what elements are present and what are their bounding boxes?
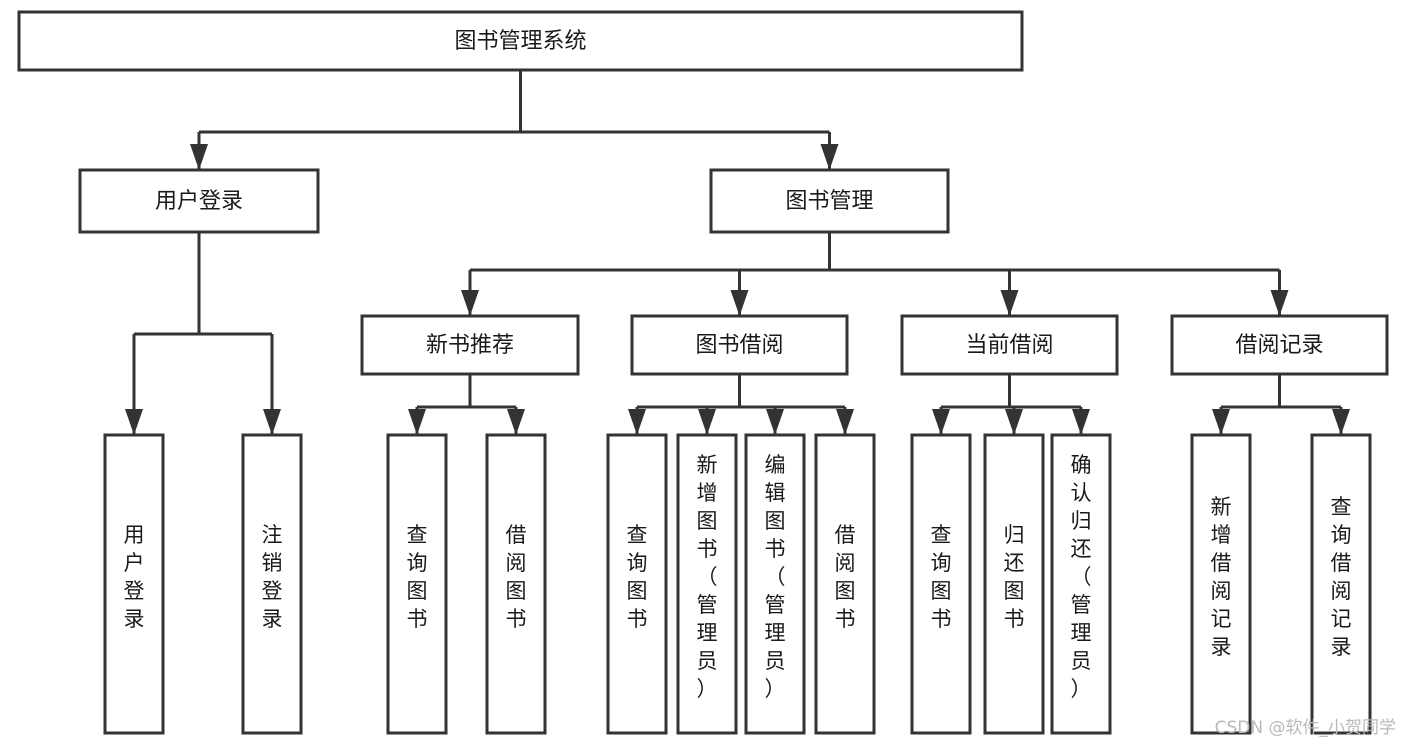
node-leaf-add-borrow-record[interactable]: 新增借阅记录 bbox=[1190, 433, 1252, 735]
arrow-head-icon bbox=[263, 409, 281, 435]
node-leaf-return-book[interactable]: 归还图书 bbox=[983, 433, 1045, 735]
node-label-root: 图书管理系统 bbox=[454, 29, 586, 54]
node-box-leaf-add-borrow-record bbox=[1190, 433, 1252, 735]
arrow-head-icon bbox=[1005, 409, 1023, 435]
arrow-head-icon bbox=[836, 409, 854, 435]
node-box-leaf-edit-book bbox=[744, 433, 806, 735]
node-box-leaf-logout bbox=[241, 433, 303, 735]
node-label-leaf-logout: 注销登录 bbox=[262, 523, 283, 631]
arrow-head-icon bbox=[1332, 409, 1350, 435]
node-label-leaf-edit-book: 编辑图书（管理员） bbox=[765, 453, 786, 701]
node-box-user-login bbox=[78, 168, 320, 234]
arrow-head-icon bbox=[820, 144, 839, 170]
node-box-book-borrow bbox=[630, 314, 849, 376]
node-leaf-borrow-book-recommend[interactable]: 借阅图书 bbox=[485, 433, 547, 735]
arrow-head-icon bbox=[1270, 290, 1289, 316]
node-label-leaf-query-borrow-record: 查询借阅记录 bbox=[1331, 495, 1352, 659]
node-label-leaf-user-login: 用户登录 bbox=[124, 523, 145, 631]
arrow-head-icon bbox=[932, 409, 950, 435]
nodes-layer: 图书管理系统用户登录图书管理新书推荐图书借阅当前借阅借阅记录用户登录注销登录查询… bbox=[17, 10, 1389, 735]
node-leaf-user-login[interactable]: 用户登录 bbox=[103, 433, 165, 735]
node-current-borrow[interactable]: 当前借阅 bbox=[900, 314, 1119, 376]
node-label-borrow-records: 借阅记录 bbox=[1235, 333, 1323, 358]
node-box-current-borrow bbox=[900, 314, 1119, 376]
node-label-leaf-query-book-recommend: 查询图书 bbox=[407, 523, 428, 631]
node-label-new-book-recommend: 新书推荐 bbox=[426, 333, 514, 358]
node-leaf-query-book-current[interactable]: 查询图书 bbox=[910, 433, 972, 735]
node-user-login[interactable]: 用户登录 bbox=[78, 168, 320, 234]
arrow-head-icon bbox=[730, 290, 749, 316]
arrow-head-icon bbox=[408, 409, 426, 435]
node-box-leaf-borrow-book-recommend bbox=[485, 433, 547, 735]
node-leaf-confirm-return[interactable]: 确认归还（管理员） bbox=[1050, 433, 1112, 735]
arrow-head-icon bbox=[1072, 409, 1090, 435]
node-new-book-recommend[interactable]: 新书推荐 bbox=[360, 314, 580, 376]
arrow-head-icon bbox=[461, 290, 479, 316]
node-box-borrow-records bbox=[1170, 314, 1389, 376]
node-root[interactable]: 图书管理系统 bbox=[17, 10, 1024, 72]
node-label-book-borrow: 图书借阅 bbox=[695, 333, 783, 358]
arrow-head-icon bbox=[125, 409, 143, 435]
node-box-leaf-query-borrow-record bbox=[1310, 433, 1372, 735]
node-box-leaf-add-book bbox=[676, 433, 738, 735]
node-box-leaf-borrow-book bbox=[814, 433, 876, 735]
node-label-leaf-add-book: 新增图书（管理员） bbox=[697, 453, 718, 701]
node-label-current-borrow: 当前借阅 bbox=[965, 333, 1053, 358]
node-label-leaf-query-book-borrow: 查询图书 bbox=[627, 523, 648, 631]
node-box-leaf-query-book-recommend bbox=[386, 433, 448, 735]
connectors-layer bbox=[125, 70, 1350, 435]
arrow-head-icon bbox=[766, 409, 784, 435]
node-label-leaf-return-book: 归还图书 bbox=[1004, 523, 1025, 631]
node-box-leaf-confirm-return bbox=[1050, 433, 1112, 735]
node-box-new-book-recommend bbox=[360, 314, 580, 376]
node-label-leaf-add-borrow-record: 新增借阅记录 bbox=[1211, 495, 1232, 659]
node-box-book-management bbox=[709, 168, 950, 234]
node-label-leaf-borrow-book-recommend: 借阅图书 bbox=[506, 523, 527, 631]
node-box-leaf-return-book bbox=[983, 433, 1045, 735]
arrow-head-icon bbox=[1000, 290, 1019, 316]
node-leaf-query-book-borrow[interactable]: 查询图书 bbox=[606, 433, 668, 735]
arrow-head-icon bbox=[698, 409, 716, 435]
arrow-head-icon bbox=[1212, 409, 1230, 435]
node-label-leaf-borrow-book: 借阅图书 bbox=[835, 523, 856, 631]
node-box-leaf-user-login bbox=[103, 433, 165, 735]
arrow-head-icon bbox=[190, 144, 208, 170]
node-label-leaf-query-book-current: 查询图书 bbox=[931, 523, 952, 631]
node-label-user-login: 用户登录 bbox=[155, 189, 243, 214]
node-box-root bbox=[17, 10, 1024, 72]
node-leaf-query-borrow-record[interactable]: 查询借阅记录 bbox=[1310, 433, 1372, 735]
watermark-label: CSDN @软件_小贺同学 bbox=[1215, 718, 1396, 738]
arrow-head-icon bbox=[507, 409, 525, 435]
node-leaf-query-book-recommend[interactable]: 查询图书 bbox=[386, 433, 448, 735]
node-label-book-management: 图书管理 bbox=[785, 189, 873, 214]
node-box-leaf-query-book-current bbox=[910, 433, 972, 735]
node-label-leaf-confirm-return: 确认归还（管理员） bbox=[1071, 453, 1092, 701]
arrow-head-icon bbox=[628, 409, 646, 435]
node-box-leaf-query-book-borrow bbox=[606, 433, 668, 735]
node-leaf-logout[interactable]: 注销登录 bbox=[241, 433, 303, 735]
node-book-management[interactable]: 图书管理 bbox=[709, 168, 950, 234]
node-leaf-add-book[interactable]: 新增图书（管理员） bbox=[676, 433, 738, 735]
node-book-borrow[interactable]: 图书借阅 bbox=[630, 314, 849, 376]
node-leaf-edit-book[interactable]: 编辑图书（管理员） bbox=[744, 433, 806, 735]
node-leaf-borrow-book[interactable]: 借阅图书 bbox=[814, 433, 876, 735]
node-borrow-records[interactable]: 借阅记录 bbox=[1170, 314, 1389, 376]
